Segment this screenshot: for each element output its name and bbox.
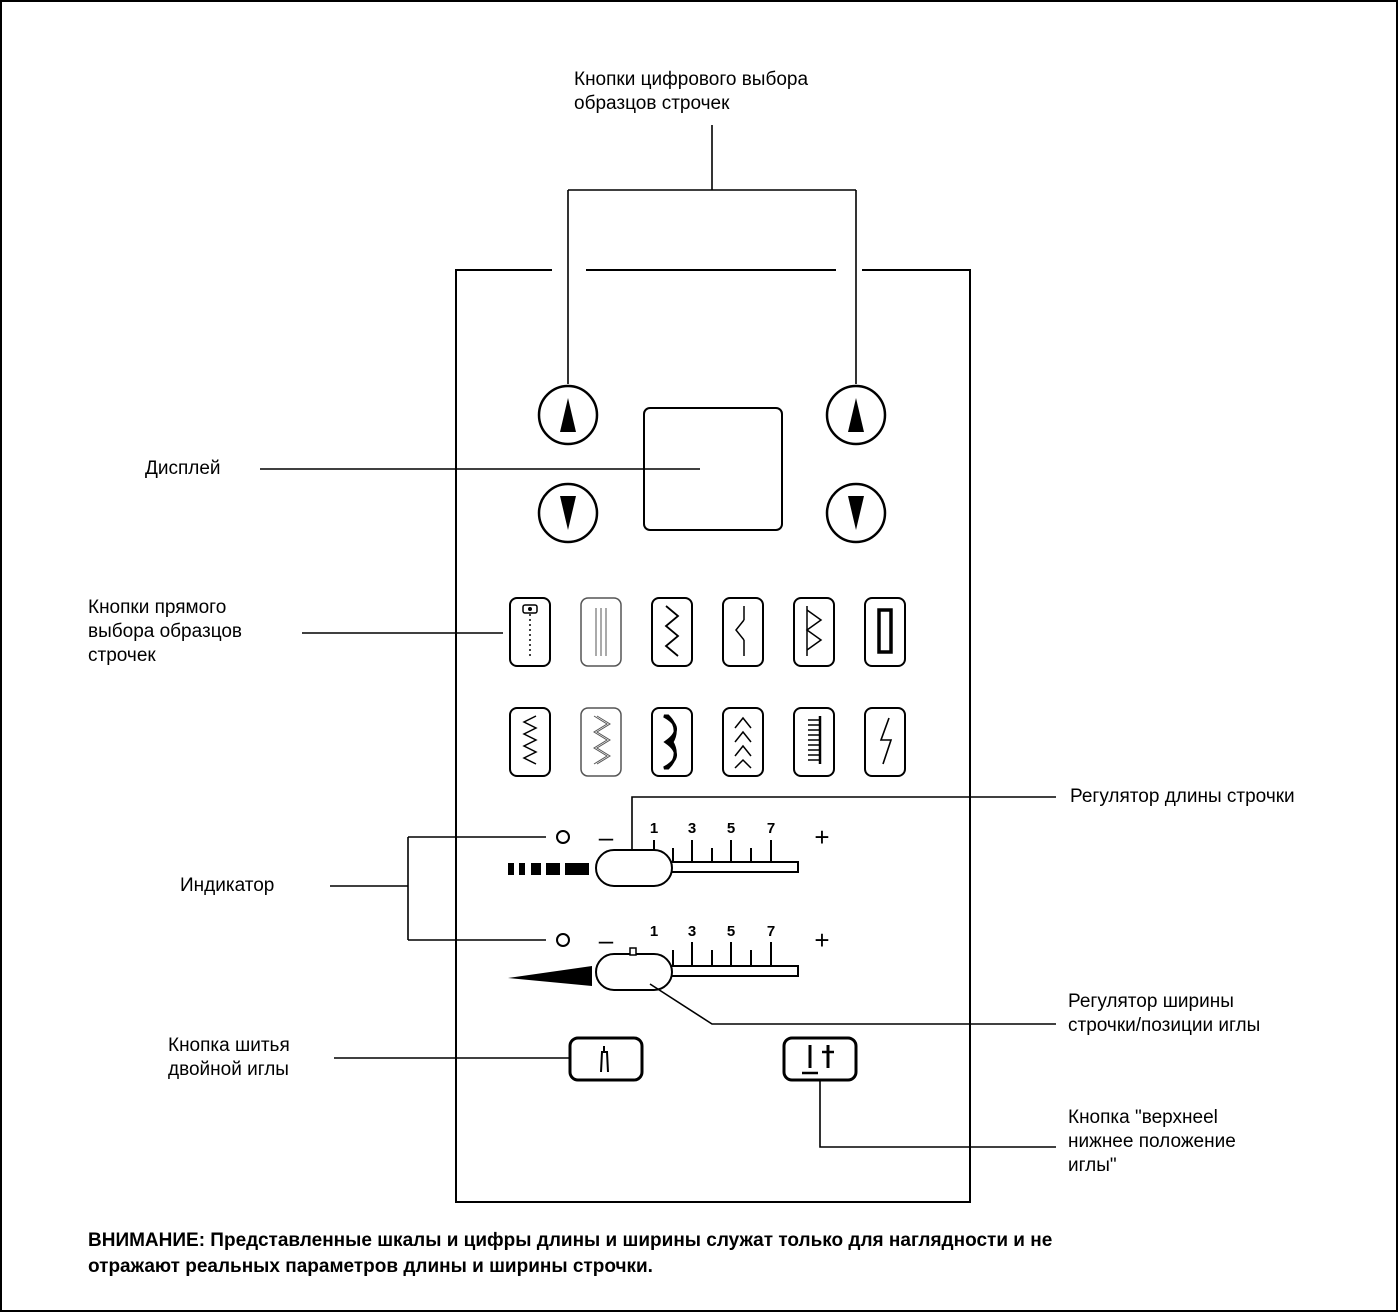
lightning-stitch-icon xyxy=(879,717,893,765)
stretch-zigzag-icon xyxy=(593,715,611,765)
blind-hem-stitch-icon xyxy=(805,606,823,656)
scallop-stitch-icon xyxy=(663,714,677,770)
stitch-length-leader xyxy=(631,796,1056,850)
twin-needle-icon xyxy=(600,1046,609,1073)
digital-select-label-line1: Кнопки цифрового выбора xyxy=(574,69,809,90)
stitch-button-3[interactable] xyxy=(651,597,693,667)
direct-select-label: Кнопки прямого выбора образцов строчек xyxy=(88,596,242,668)
stitch-length-label: Регулятор длины строчки xyxy=(1070,786,1295,807)
digital-select-label-line2: образцов строчек xyxy=(574,93,730,114)
stitch-width-slider[interactable] xyxy=(595,947,673,991)
indicator-leader xyxy=(330,836,546,941)
stitch-width-leader xyxy=(649,983,1056,1025)
left-down-button[interactable] xyxy=(537,482,599,544)
length-symbol-icon xyxy=(508,863,589,875)
length-indicator-lamp xyxy=(556,830,570,844)
stitch-width-scale: – 1 3 5 7 + xyxy=(508,923,830,986)
zigzag-stitch-icon xyxy=(664,605,680,657)
elastic-zigzag-icon xyxy=(735,606,745,656)
buttonhole-stitch-icon xyxy=(522,604,538,656)
up-arrow-icon xyxy=(560,398,576,432)
up-arrow-icon xyxy=(848,398,864,432)
needle-position-label-line2: нижнее положение xyxy=(1068,1131,1236,1152)
right-up-button[interactable] xyxy=(825,384,887,446)
stitch-button-1[interactable] xyxy=(509,597,551,667)
stitch-button-row-2 xyxy=(509,707,906,777)
needle-position-label-line3: иглы" xyxy=(1068,1155,1117,1176)
stitch-button-11[interactable] xyxy=(793,707,835,777)
twin-needle-label-line1: Кнопка шитья xyxy=(168,1035,290,1056)
right-down-button[interactable] xyxy=(825,482,887,544)
twin-needle-label: Кнопка шитья двойной иглы xyxy=(168,1034,290,1082)
needle-button-leader xyxy=(819,1080,1056,1148)
width-tick-5: 5 xyxy=(727,923,735,940)
length-plus: + xyxy=(814,822,829,852)
stitch-button-10[interactable] xyxy=(722,707,764,777)
stitch-button-4[interactable] xyxy=(722,597,764,667)
down-arrow-icon xyxy=(848,496,864,530)
direct-select-label-line2: выбора образцов xyxy=(88,621,243,642)
twin-needle-label-line2: двойной иглы xyxy=(168,1059,289,1080)
stitch-button-7[interactable] xyxy=(509,707,551,777)
length-tick-3: 3 xyxy=(688,820,696,837)
attention-note: ВНИМАНИЕ: Представленные шкалы и цифры д… xyxy=(88,1228,1378,1280)
needle-position-label-line1: Кнопка "верхнeel xyxy=(1068,1107,1218,1128)
width-minus: – xyxy=(599,925,614,955)
indicator-label: Индикатор xyxy=(180,875,275,896)
width-symbol-icon xyxy=(508,966,592,986)
panel-outline xyxy=(455,269,971,1203)
satin-block-icon xyxy=(877,608,893,654)
digital-select-label: Кнопки цифрового выбора образцов строчек xyxy=(574,68,808,116)
needle-up-down-button[interactable] xyxy=(782,1036,858,1082)
digital-select-leader xyxy=(567,125,857,384)
bartack-stitch-icon xyxy=(808,716,822,764)
stitch-button-5[interactable] xyxy=(793,597,835,667)
needle-up-down-icon xyxy=(802,1045,834,1075)
feather-stitch-icon xyxy=(734,716,752,769)
stitch-button-row-1 xyxy=(509,597,906,667)
length-minus: – xyxy=(599,822,614,852)
left-up-button[interactable] xyxy=(537,384,599,446)
width-tick-7: 7 xyxy=(767,923,775,940)
length-tick-5: 5 xyxy=(727,820,735,837)
stitch-button-2[interactable] xyxy=(580,597,622,667)
triple-straight-stitch-icon xyxy=(595,608,607,656)
stitch-width-label: Регулятор ширины строчки/позиции иглы xyxy=(1068,990,1260,1038)
display-label: Дисплей xyxy=(145,458,221,479)
stitch-length-slider[interactable] xyxy=(595,849,673,887)
width-indicator-lamp xyxy=(556,933,570,947)
stitch-button-12[interactable] xyxy=(864,707,906,777)
width-plus: + xyxy=(814,925,829,955)
stitch-width-label-line1: Регулятор ширины xyxy=(1068,991,1234,1012)
twin-needle-button[interactable] xyxy=(568,1036,644,1082)
stitch-button-8[interactable] xyxy=(580,707,622,777)
direct-select-label-line1: Кнопки прямого xyxy=(88,597,227,618)
direct-select-label-line3: строчек xyxy=(88,645,156,666)
attention-note-line1: ВНИМАНИЕ: Представленные шкалы и цифры д… xyxy=(88,1230,1053,1251)
stitch-width-label-line2: строчки/позиции иглы xyxy=(1068,1015,1261,1036)
down-arrow-icon xyxy=(560,496,576,530)
width-tick-1: 1 xyxy=(650,923,658,940)
length-tick-7: 7 xyxy=(767,820,775,837)
attention-note-line2: отражают реальных параметров длины и шир… xyxy=(88,1256,653,1277)
three-step-zigzag-icon xyxy=(522,715,538,765)
length-tick-1: 1 xyxy=(650,820,658,837)
needle-position-label: Кнопка "верхнeel нижнее положение иглы" xyxy=(1068,1106,1236,1178)
stitch-button-9[interactable] xyxy=(651,707,693,777)
width-tick-3: 3 xyxy=(688,923,696,940)
stitch-button-6[interactable] xyxy=(864,597,906,667)
